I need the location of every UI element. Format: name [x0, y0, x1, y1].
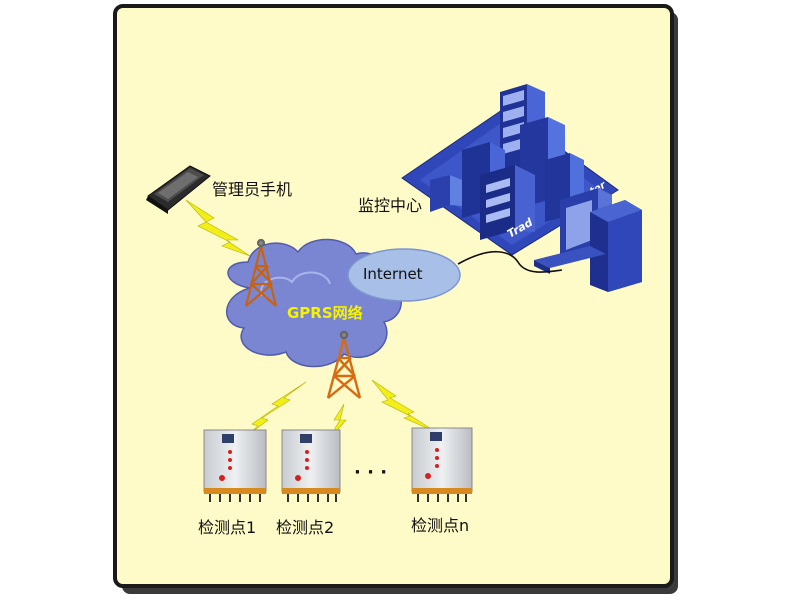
station-label-1: 检测点1: [198, 518, 257, 537]
station-box-n: [411, 427, 473, 502]
station-box-1: [203, 429, 267, 502]
gprs-network-label: GPRS网络: [287, 304, 363, 322]
upper-radio-tower: [244, 238, 278, 307]
lightning-phone: [185, 199, 251, 257]
station-label-n: 检测点n: [411, 516, 470, 535]
monitoring-center-label: 监控中心: [358, 196, 423, 215]
mobile-phone-icon: [146, 165, 211, 214]
station-label-2: 检测点2: [276, 518, 335, 537]
station-box-2: [281, 429, 341, 502]
network-cable: [457, 251, 563, 273]
lower-radio-tower: [326, 330, 362, 399]
server-computer: [534, 188, 642, 292]
ellipsis-dots: · · ·: [354, 462, 388, 483]
internet-label: Internet: [363, 265, 423, 283]
manager-phone-label: 管理员手机: [212, 180, 293, 199]
internet-ellipse: [347, 248, 461, 302]
